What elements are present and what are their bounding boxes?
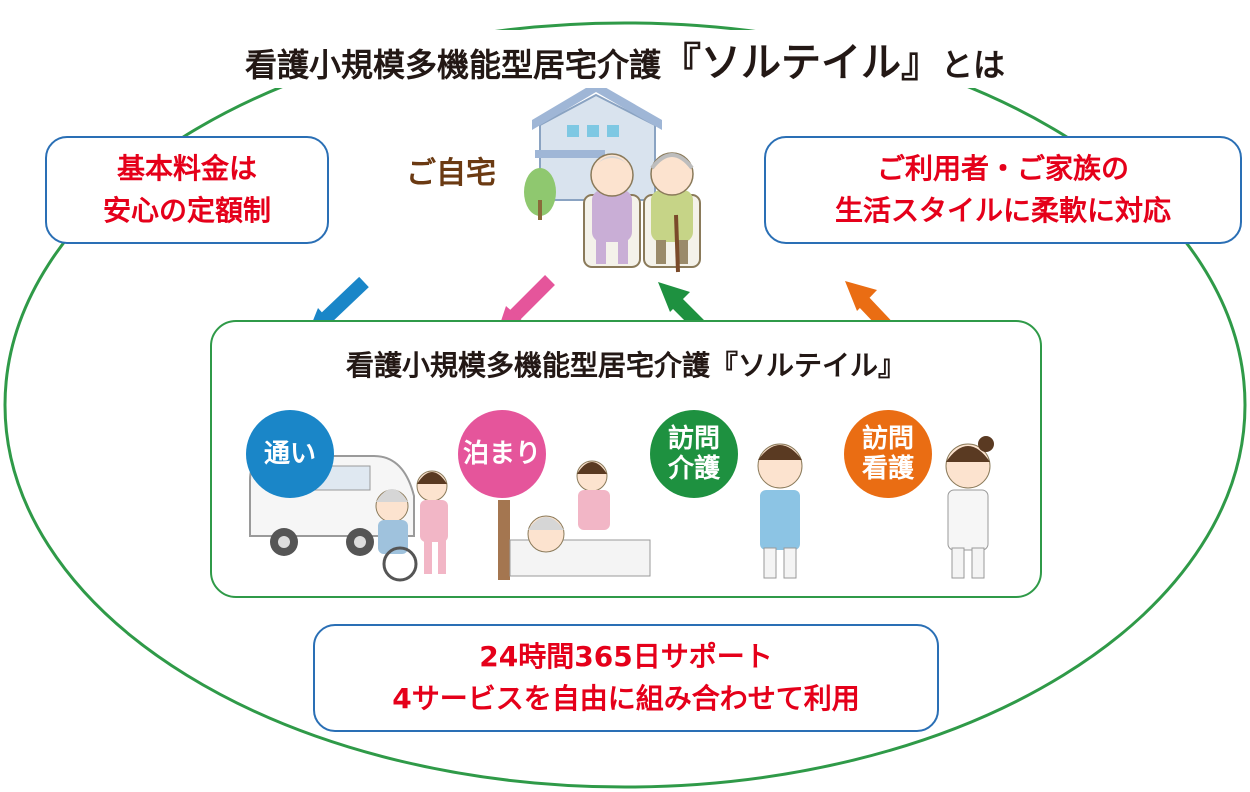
service-day-label: 通い bbox=[263, 439, 316, 469]
title-brand: 『ソルテイル』 bbox=[661, 40, 941, 86]
title-suffix: とは bbox=[941, 46, 1006, 84]
page-title: 看護小規模多機能型居宅介護『ソルテイル』とは bbox=[150, 30, 1100, 88]
support-line-1: 24時間365日サポート bbox=[479, 640, 773, 673]
house-illustration bbox=[524, 82, 662, 220]
fixed-fee-line-2: 安心の定額制 bbox=[102, 194, 271, 227]
service-home-care-line-1: 訪問 bbox=[667, 424, 720, 454]
wheelchair-illustration bbox=[375, 470, 448, 582]
elderly-couple-illustration bbox=[583, 152, 701, 273]
title-prefix: 看護小規模多機能型居宅介護 bbox=[244, 46, 661, 84]
outer-ellipse bbox=[3, 21, 1247, 789]
service-home-care-line-2: 介護 bbox=[667, 454, 720, 484]
service-overnight-label: 泊まり bbox=[462, 439, 541, 469]
flexible-support-line-1: ご利用者・ご家族の bbox=[876, 152, 1129, 185]
service-overnight-circle: 泊まり bbox=[458, 410, 546, 498]
facility-title: 看護小規模多機能型居宅介護『ソルテイル』 bbox=[345, 349, 906, 382]
service-home-care-circle: 訪問 介護 bbox=[650, 410, 738, 498]
care-staff-illustration bbox=[757, 443, 803, 579]
support-line-2: 4サービスを自由に組み合わせて利用 bbox=[392, 682, 860, 715]
flexible-support-line-2: 生活スタイルに柔軟に対応 bbox=[834, 194, 1171, 227]
nurse-illustration bbox=[945, 436, 994, 579]
flexible-support-box: ご利用者・ご家族の 生活スタイルに柔軟に対応 bbox=[764, 136, 1242, 244]
service-home-nursing-line-1: 訪問 bbox=[861, 424, 914, 454]
fixed-fee-box: 基本料金は 安心の定額制 bbox=[45, 136, 329, 244]
service-home-nursing-circle: 訪問 看護 bbox=[844, 410, 932, 498]
bed-illustration bbox=[498, 460, 651, 580]
home-label: ご自宅 bbox=[406, 156, 496, 191]
support-box: 24時間365日サポート 4サービスを自由に組み合わせて利用 bbox=[313, 624, 939, 732]
fixed-fee-line-1: 基本料金は bbox=[116, 152, 257, 185]
service-day-circle: 通い bbox=[246, 410, 334, 498]
service-home-nursing-line-2: 看護 bbox=[861, 454, 914, 484]
